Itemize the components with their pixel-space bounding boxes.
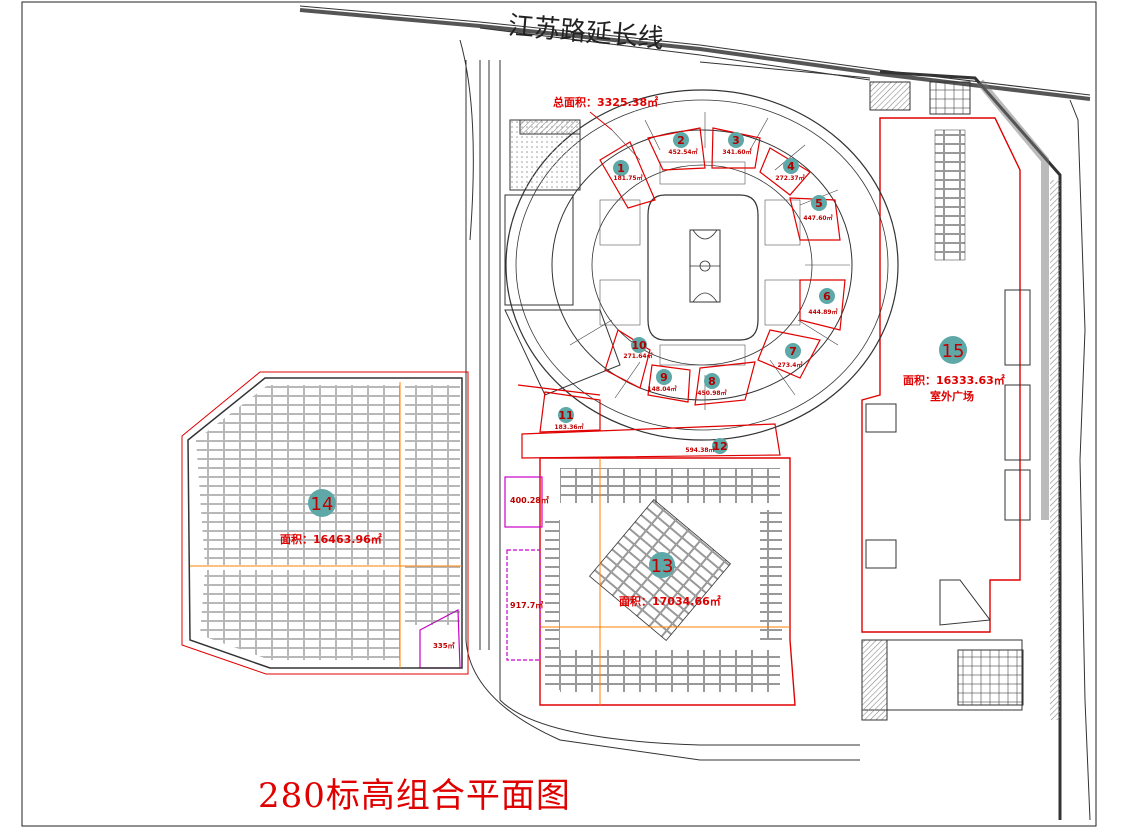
unit-number-9: 9 — [660, 371, 668, 384]
unit-area-3: 341.60㎡ — [722, 148, 751, 156]
zone-number-14: 14 — [311, 494, 334, 515]
area-400: 400.28㎡ — [510, 495, 549, 505]
road-label: 江苏路延长线 — [507, 11, 665, 54]
zone-13-parking — [539, 457, 796, 706]
road-left — [465, 60, 860, 761]
arena — [505, 89, 899, 441]
drawing-title: 280标高组合平面图 — [258, 776, 571, 816]
unit-area-2: 452.54㎡ — [668, 148, 697, 156]
unit-number-2: 2 — [677, 134, 685, 147]
zone-area-14: 面积：16463.96㎡ — [280, 532, 382, 546]
area-335: 335㎡ — [433, 641, 455, 650]
drawing-frame — [21, 1, 1097, 827]
unit-number-6: 6 — [823, 290, 831, 303]
unit-number-5: 5 — [815, 197, 823, 210]
unit-area-9: 148.04㎡ — [647, 385, 676, 393]
unit-area-8: 450.98㎡ — [697, 389, 726, 397]
unit-number-3: 3 — [732, 134, 740, 147]
area-917: 917.7㎡ — [510, 600, 543, 610]
arena-west-block — [504, 119, 621, 396]
total-area-leader — [589, 111, 613, 131]
bottom-right-blocks — [861, 81, 1024, 721]
unit-area-11: 183.36㎡ — [554, 423, 583, 431]
unit-number-8: 8 — [708, 375, 716, 388]
unit-area-5: 447.60㎡ — [803, 214, 832, 222]
unit-number-7: 7 — [789, 345, 797, 358]
zone-number-13: 13 — [651, 556, 674, 577]
arena-total-area: 总面积：3325.38㎡ — [553, 95, 658, 109]
unit-area-10: 271.64㎡ — [623, 352, 652, 360]
unit-number-11: 11 — [558, 409, 573, 422]
zone-note-15: 室外广场 — [930, 389, 974, 403]
unit-number-10: 10 — [631, 339, 647, 352]
unit-number-12: 12 — [712, 440, 727, 453]
unit-area-4: 272.37㎡ — [775, 174, 804, 182]
zone-15-plaza — [861, 117, 1031, 633]
unit-area-6: 444.89㎡ — [808, 308, 837, 316]
unit-area-7: 273.4㎡ — [778, 361, 803, 369]
zone-number-15: 15 — [942, 341, 965, 362]
unit-areas: 181.75㎡ 452.54㎡ 341.60㎡ 272.37㎡ 447.60㎡ … — [554, 148, 837, 454]
unit-area-12: 594.38㎡ — [685, 446, 714, 454]
zone-area-13: 面积：17034.66㎡ — [619, 594, 721, 608]
unit-area-1: 181.75㎡ — [613, 174, 642, 182]
zone-14-parking — [181, 371, 469, 675]
zone-area-15: 面积：16333.63㎡ — [903, 373, 1005, 387]
unit-markers — [558, 132, 835, 454]
road-right — [879, 70, 1091, 821]
unit-number-1: 1 — [617, 162, 625, 175]
unit-number-4: 4 — [787, 160, 795, 173]
unit-numbers: 1 2 3 4 5 6 7 8 9 10 11 12 — [558, 134, 831, 453]
road-top — [299, 5, 1091, 241]
